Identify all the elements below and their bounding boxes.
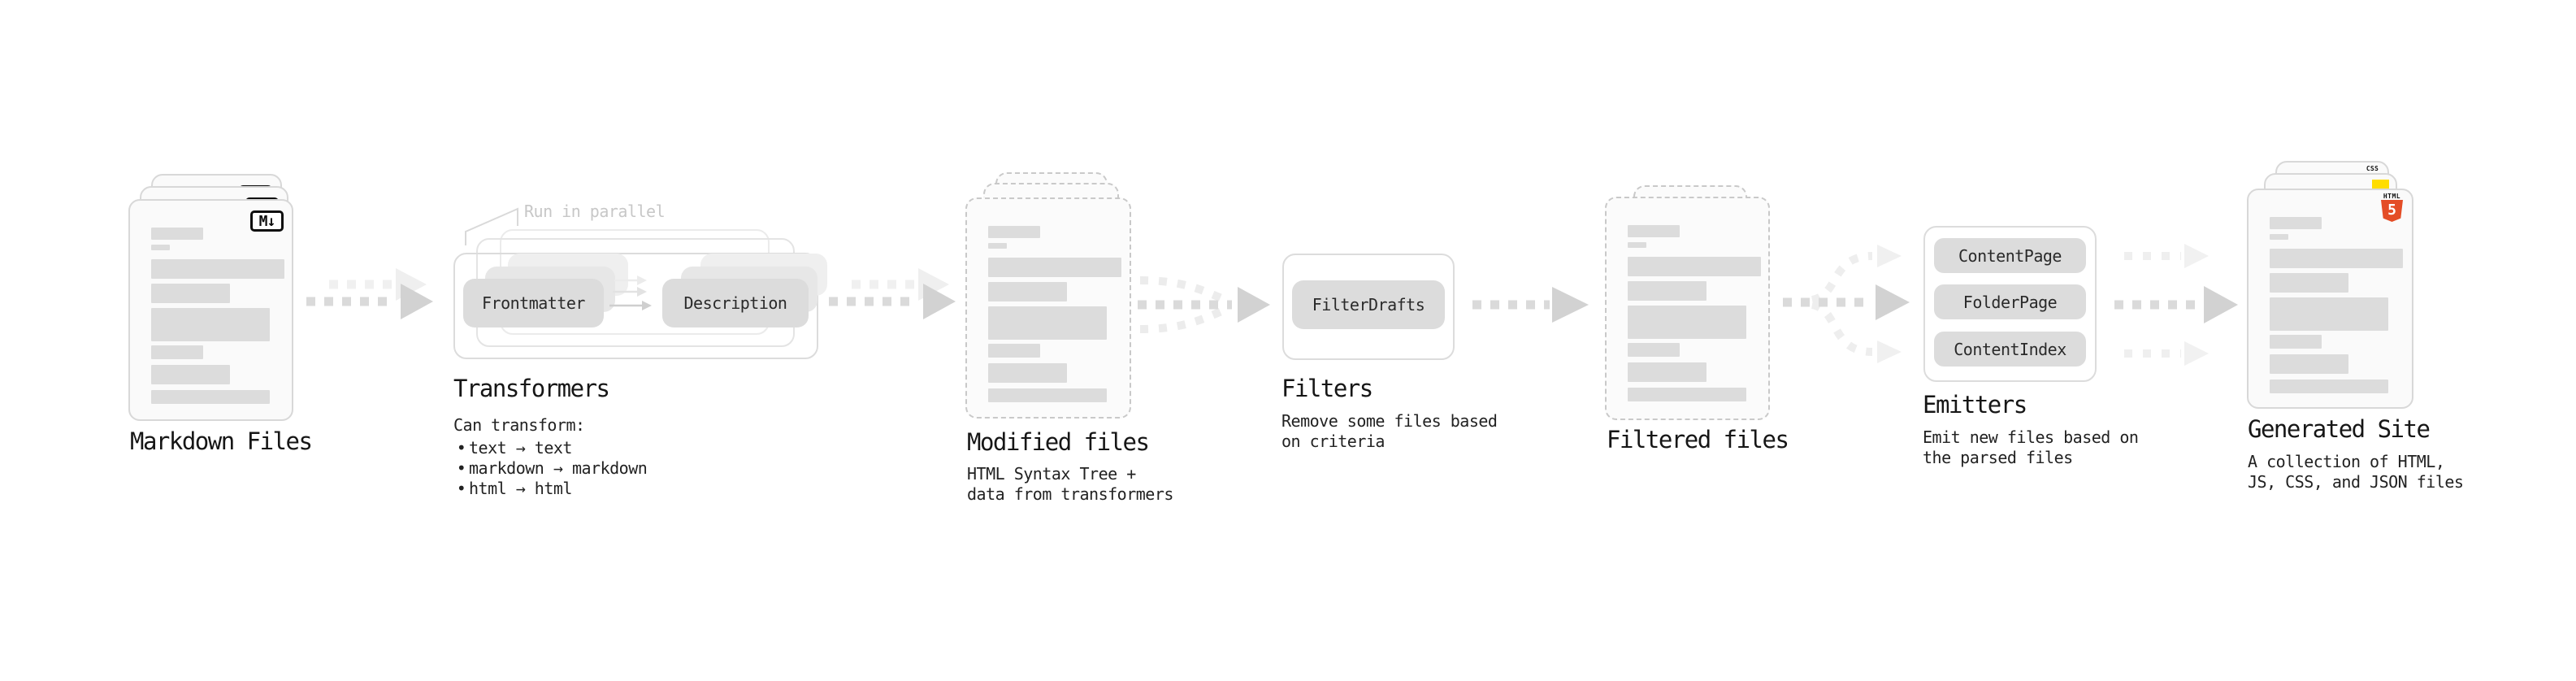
description-line: JS, CSS, and JSON files (2248, 472, 2464, 492)
filters-description: Remove some files based on criteria (1281, 411, 1498, 452)
modified-files-description: HTML Syntax Tree + data from transformer… (967, 464, 1173, 505)
modified-file-front (965, 197, 1131, 419)
modified-files-label: Modified files (967, 428, 1150, 456)
description-line: HTML Syntax Tree + (967, 464, 1136, 484)
bullet-glyph: • (456, 479, 466, 498)
arrow-markdown-to-transformers (306, 268, 433, 319)
emitters-label: Emitters (1923, 391, 2027, 419)
description-line: A collection of HTML, (2248, 452, 2445, 471)
filter-drafts-pill: FilterDrafts (1292, 280, 1445, 329)
description-line: data from transformers (967, 484, 1173, 504)
bullet-text: html → html (469, 479, 572, 498)
arrow-modified-to-filters (1138, 276, 1270, 333)
bullet-text: text → text (469, 438, 572, 458)
generated-site-label: Generated Site (2248, 415, 2431, 443)
can-transform-title: Can transform: (453, 415, 585, 435)
bullet-item: • html → html (453, 479, 647, 499)
text-line-placeholders (2270, 217, 2403, 393)
content-page-pill: ContentPage (1934, 238, 2086, 273)
css-icon-label: CSS (2366, 165, 2379, 172)
transformers-label: Transformers (453, 375, 610, 402)
arrow-emitters-to-generated (2114, 244, 2238, 366)
emitters-description: Emit new files based on the parsed files (1923, 427, 2139, 468)
html5-icon: HTML 5 (2381, 193, 2403, 222)
description-pill: Description (662, 279, 809, 327)
arrow-transformers-to-modified (829, 268, 956, 319)
generated-site-description: A collection of HTML, JS, CSS, and JSON … (2248, 452, 2464, 492)
bullet-item: • markdown → markdown (453, 458, 648, 479)
run-in-parallel-callout-line (465, 207, 518, 245)
html5-icon-word: HTML (2383, 193, 2401, 200)
js-icon (2372, 180, 2389, 190)
bullet-glyph: • (456, 438, 466, 458)
arrow-filtered-to-emitters (1783, 245, 1910, 363)
filters-label: Filters (1281, 375, 1373, 402)
bullet-item: • text → text (453, 438, 647, 458)
markdown-icon: M↓ (250, 210, 284, 232)
generated-file-html: HTML 5 (2247, 189, 2413, 409)
frontmatter-pill: Frontmatter (463, 279, 604, 327)
description-line: Emit new files based on (1923, 427, 2139, 447)
bullet-text: markdown → markdown (469, 458, 648, 478)
transform-arrows-icon (609, 275, 652, 310)
markdown-files-label: Markdown Files (130, 427, 313, 455)
text-line-placeholders (1628, 225, 1761, 401)
text-line-placeholders (151, 228, 284, 404)
folder-page-pill: FolderPage (1934, 284, 2086, 319)
arrow-filters-to-filtered (1472, 287, 1589, 323)
markdown-file-front: M↓ (128, 199, 293, 421)
description-line: Remove some files based (1281, 411, 1498, 431)
bullet-glyph: • (456, 458, 466, 478)
transformer-frame-front (453, 253, 818, 359)
html5-icon-shield: 5 (2381, 200, 2403, 222)
description-line: on criteria (1281, 432, 1385, 451)
description-line: the parsed files (1923, 448, 2073, 467)
transformers-description: Can transform: • text → text • markdown … (453, 415, 648, 499)
text-line-placeholders (988, 226, 1121, 402)
run-in-parallel-annotation: Run in parallel (524, 202, 666, 221)
filtered-file-front (1605, 197, 1770, 420)
filtered-files-label: Filtered files (1607, 426, 1789, 453)
content-index-pill: ContentIndex (1934, 332, 2086, 367)
